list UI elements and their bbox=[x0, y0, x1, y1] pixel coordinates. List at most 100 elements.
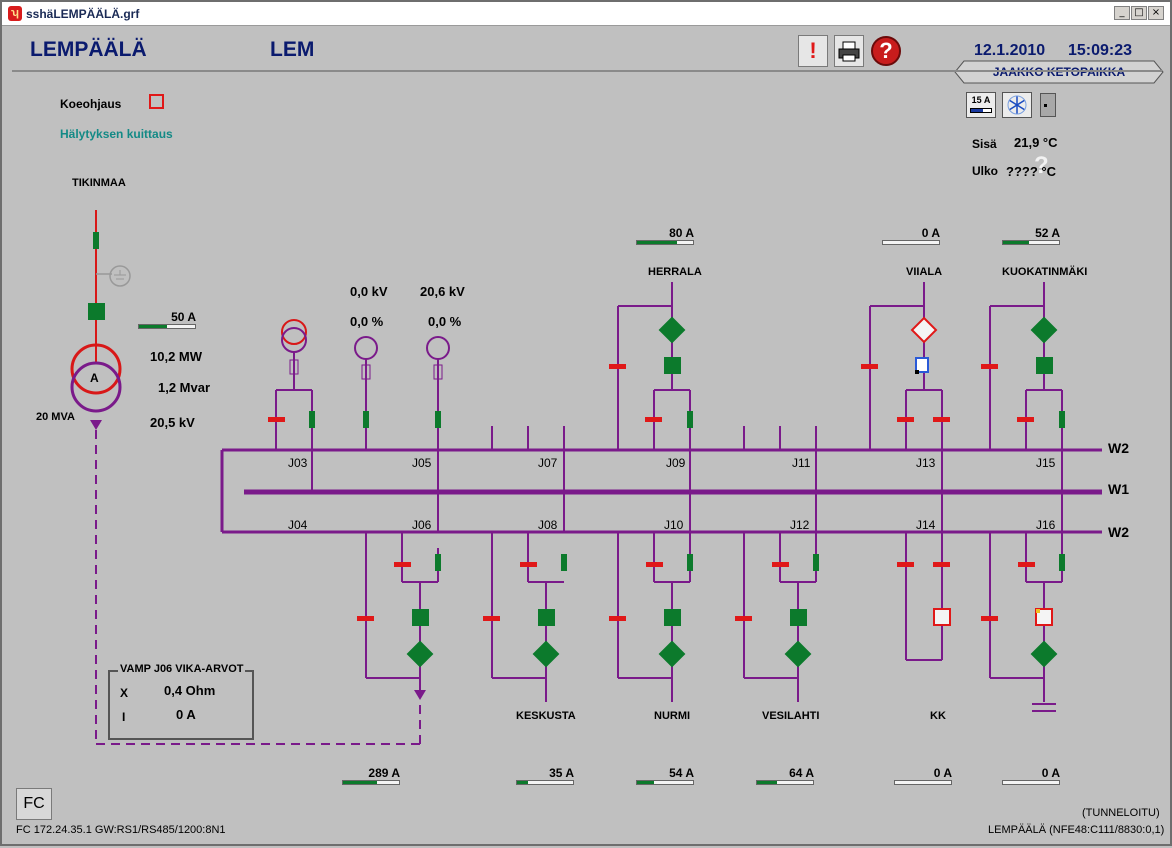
maximize-button[interactable]: □ bbox=[1131, 6, 1147, 20]
feeder-herrala bbox=[609, 282, 693, 532]
feeder-name: NURMI bbox=[654, 710, 691, 722]
reactive-power: 1,2 Mvar bbox=[158, 380, 211, 395]
app-icon: ʮ bbox=[8, 6, 22, 21]
junction-label: J10 bbox=[664, 518, 684, 532]
date-display: 12.1.2010 bbox=[974, 42, 1046, 59]
feeder-current[interactable]: 289 A bbox=[342, 766, 400, 785]
station-transformer bbox=[268, 319, 315, 492]
minimize-button[interactable]: _ bbox=[1114, 6, 1130, 20]
alarm-button[interactable]: ! bbox=[798, 35, 828, 67]
fault-x-label: X bbox=[120, 686, 129, 700]
junction-label: J03 bbox=[288, 456, 308, 470]
feeder-name: KK bbox=[930, 710, 946, 722]
current-value: 35 A bbox=[549, 766, 574, 780]
feeder-current[interactable]: 0 A bbox=[894, 766, 952, 785]
tunnel-status: (TUNNELOITU) bbox=[1082, 807, 1160, 819]
junction-label: J05 bbox=[412, 456, 432, 470]
current-value: 0 A bbox=[1041, 766, 1060, 780]
feeder-current[interactable]: 0 A bbox=[1002, 766, 1060, 785]
voltage-reading-2: 20,6 kV bbox=[420, 284, 465, 299]
transformer-letter: A bbox=[90, 371, 99, 385]
earth-icon bbox=[109, 265, 131, 287]
current-bar bbox=[636, 240, 694, 245]
junction-label: J08 bbox=[538, 518, 558, 532]
door-indicator[interactable] bbox=[1040, 93, 1056, 117]
current-bar bbox=[516, 780, 574, 785]
feeder-name: KUOKATINMÄKI bbox=[1002, 266, 1088, 278]
feeder-current[interactable]: 64 A bbox=[756, 766, 814, 785]
feeder-name: HERRALA bbox=[648, 266, 702, 278]
feeder-name: VESILAHTI bbox=[762, 710, 820, 722]
feeder-kuokatinmaki bbox=[981, 282, 1065, 532]
feeder-keskusta bbox=[483, 532, 567, 702]
current-value: 54 A bbox=[669, 766, 694, 780]
percent-reading-2: 0,0 % bbox=[428, 314, 462, 329]
voltage-transformers bbox=[354, 336, 450, 532]
help-button[interactable]: ? bbox=[870, 35, 901, 67]
feeder-current[interactable]: 54 A bbox=[636, 766, 694, 785]
help-icon bbox=[871, 36, 901, 66]
feeder-current[interactable]: 52 A bbox=[1002, 226, 1060, 245]
test-drive-checkbox[interactable] bbox=[149, 94, 164, 109]
junction-label: J12 bbox=[790, 518, 810, 532]
fault-x-value: 0,4 Ohm bbox=[164, 683, 216, 698]
alarm-ack-link[interactable]: Hälytyksen kuittaus bbox=[60, 127, 173, 141]
header-divider bbox=[12, 70, 1162, 72]
junction-label: J15 bbox=[1036, 456, 1056, 470]
help-glyph: ? bbox=[879, 38, 893, 63]
window-title: sshäLEMPÄÄLÄ.grf bbox=[26, 7, 140, 21]
incoming-name: TIKINMAA bbox=[72, 177, 126, 189]
current-value: 289 A bbox=[368, 766, 400, 780]
inside-temp-label: Sisä bbox=[972, 137, 997, 151]
current-value: 52 A bbox=[1035, 226, 1060, 240]
station-code: LEM bbox=[270, 38, 315, 61]
feeder-nurmi bbox=[609, 532, 693, 702]
fault-values-box bbox=[108, 670, 254, 740]
fault-i-value: 0 A bbox=[176, 707, 196, 722]
bus-w2-top: W2 bbox=[1108, 440, 1129, 456]
junction-label: J11 bbox=[792, 456, 811, 470]
print-button[interactable] bbox=[834, 35, 864, 67]
fuse-label: 15 A bbox=[971, 95, 991, 105]
unknown-mark: ? bbox=[1034, 152, 1049, 179]
junction-label: J09 bbox=[666, 456, 686, 470]
current-bar bbox=[882, 240, 940, 245]
junction-label: J13 bbox=[916, 456, 936, 470]
current-bar bbox=[894, 780, 952, 785]
inside-temp-value: 21,9 °C bbox=[1014, 135, 1058, 150]
feeder-current[interactable]: 80 A bbox=[636, 226, 694, 245]
feeder-current[interactable]: 0 A bbox=[882, 226, 940, 245]
current-value: 0 A bbox=[921, 226, 940, 240]
outside-temp-value: ???? °C bbox=[1006, 164, 1056, 179]
station-address: LEMPÄÄLÄ (NFE48:C111/8830:0,1) bbox=[988, 824, 1165, 836]
connection-status: FC 172.24.35.1 GW:RS1/RS485/1200:8N1 bbox=[16, 824, 226, 836]
fuse-indicator[interactable]: 15 A bbox=[966, 92, 996, 118]
fc-button[interactable]: FC bbox=[16, 788, 52, 820]
fault-values-title: VAMP J06 VIKA-ARVOT bbox=[118, 663, 246, 675]
junction-label: J06 bbox=[412, 518, 432, 532]
title-bar: ʮ sshäLEMPÄÄLÄ.grf _ □ × bbox=[2, 2, 1170, 26]
close-button[interactable]: × bbox=[1148, 6, 1164, 20]
incoming-current[interactable]: 50 A bbox=[138, 310, 196, 329]
feeder-name: KESKUSTA bbox=[516, 710, 576, 722]
bus-stubs bbox=[491, 426, 817, 532]
fuse-bar bbox=[970, 108, 992, 113]
station-name: LEMPÄÄLÄ bbox=[30, 38, 147, 61]
outside-temp-label: Ulko bbox=[972, 164, 999, 178]
current-value: 0 A bbox=[933, 766, 952, 780]
current-bar bbox=[1002, 780, 1060, 785]
bus-w1: W1 bbox=[1108, 481, 1129, 497]
feeder-current[interactable]: 35 A bbox=[516, 766, 574, 785]
user-tab: JAAKKO KETOPAIKKA bbox=[954, 60, 1164, 84]
current-value: 80 A bbox=[669, 226, 694, 240]
user-tab-shape bbox=[954, 60, 1164, 84]
current-bar bbox=[1002, 240, 1060, 245]
user-name: JAAKKO KETOPAIKKA bbox=[992, 65, 1126, 79]
frost-indicator[interactable] bbox=[1002, 92, 1032, 118]
current-value: 50 A bbox=[171, 310, 196, 324]
voltage-reading-1: 0,0 kV bbox=[350, 284, 388, 299]
incoming-voltage: 20,5 kV bbox=[150, 415, 195, 430]
printer-icon bbox=[838, 41, 860, 62]
junction-label: J16 bbox=[1036, 518, 1056, 532]
